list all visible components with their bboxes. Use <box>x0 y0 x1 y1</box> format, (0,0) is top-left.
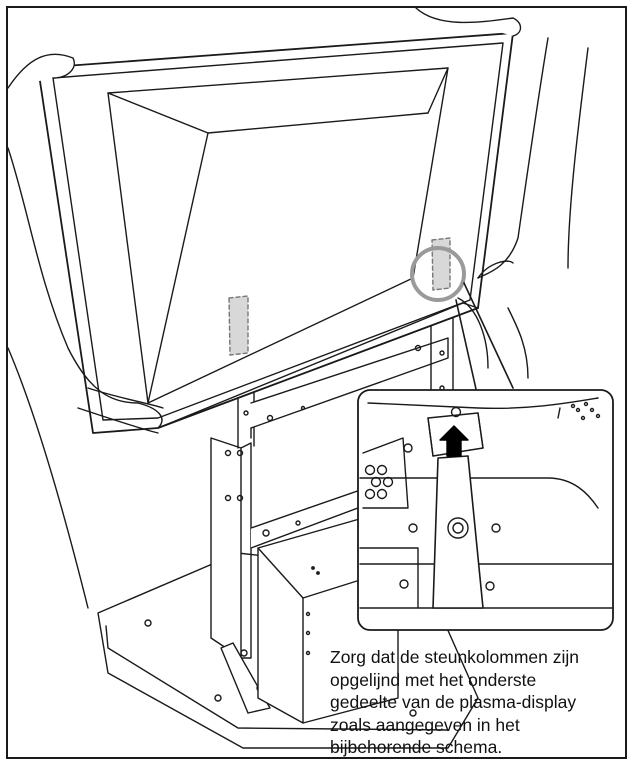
left-alignment-pad <box>228 295 249 356</box>
vent-holes <box>570 401 601 421</box>
callout-circle <box>410 246 466 302</box>
assembly-illustration <box>8 8 614 749</box>
right-person <box>415 8 589 379</box>
plasma-panel <box>37 32 514 434</box>
detail-inset <box>357 389 614 631</box>
callout <box>410 246 514 399</box>
figure-frame: Zorg dat de steunkolommen zijn opgelijnd… <box>6 6 627 759</box>
caption: Zorg dat de steunkolommen zijn opgelijnd… <box>330 647 580 757</box>
alignment-pads <box>228 237 451 356</box>
arrow-up-icon <box>439 425 469 457</box>
right-alignment-pad <box>431 237 451 291</box>
left-person <box>8 53 164 609</box>
